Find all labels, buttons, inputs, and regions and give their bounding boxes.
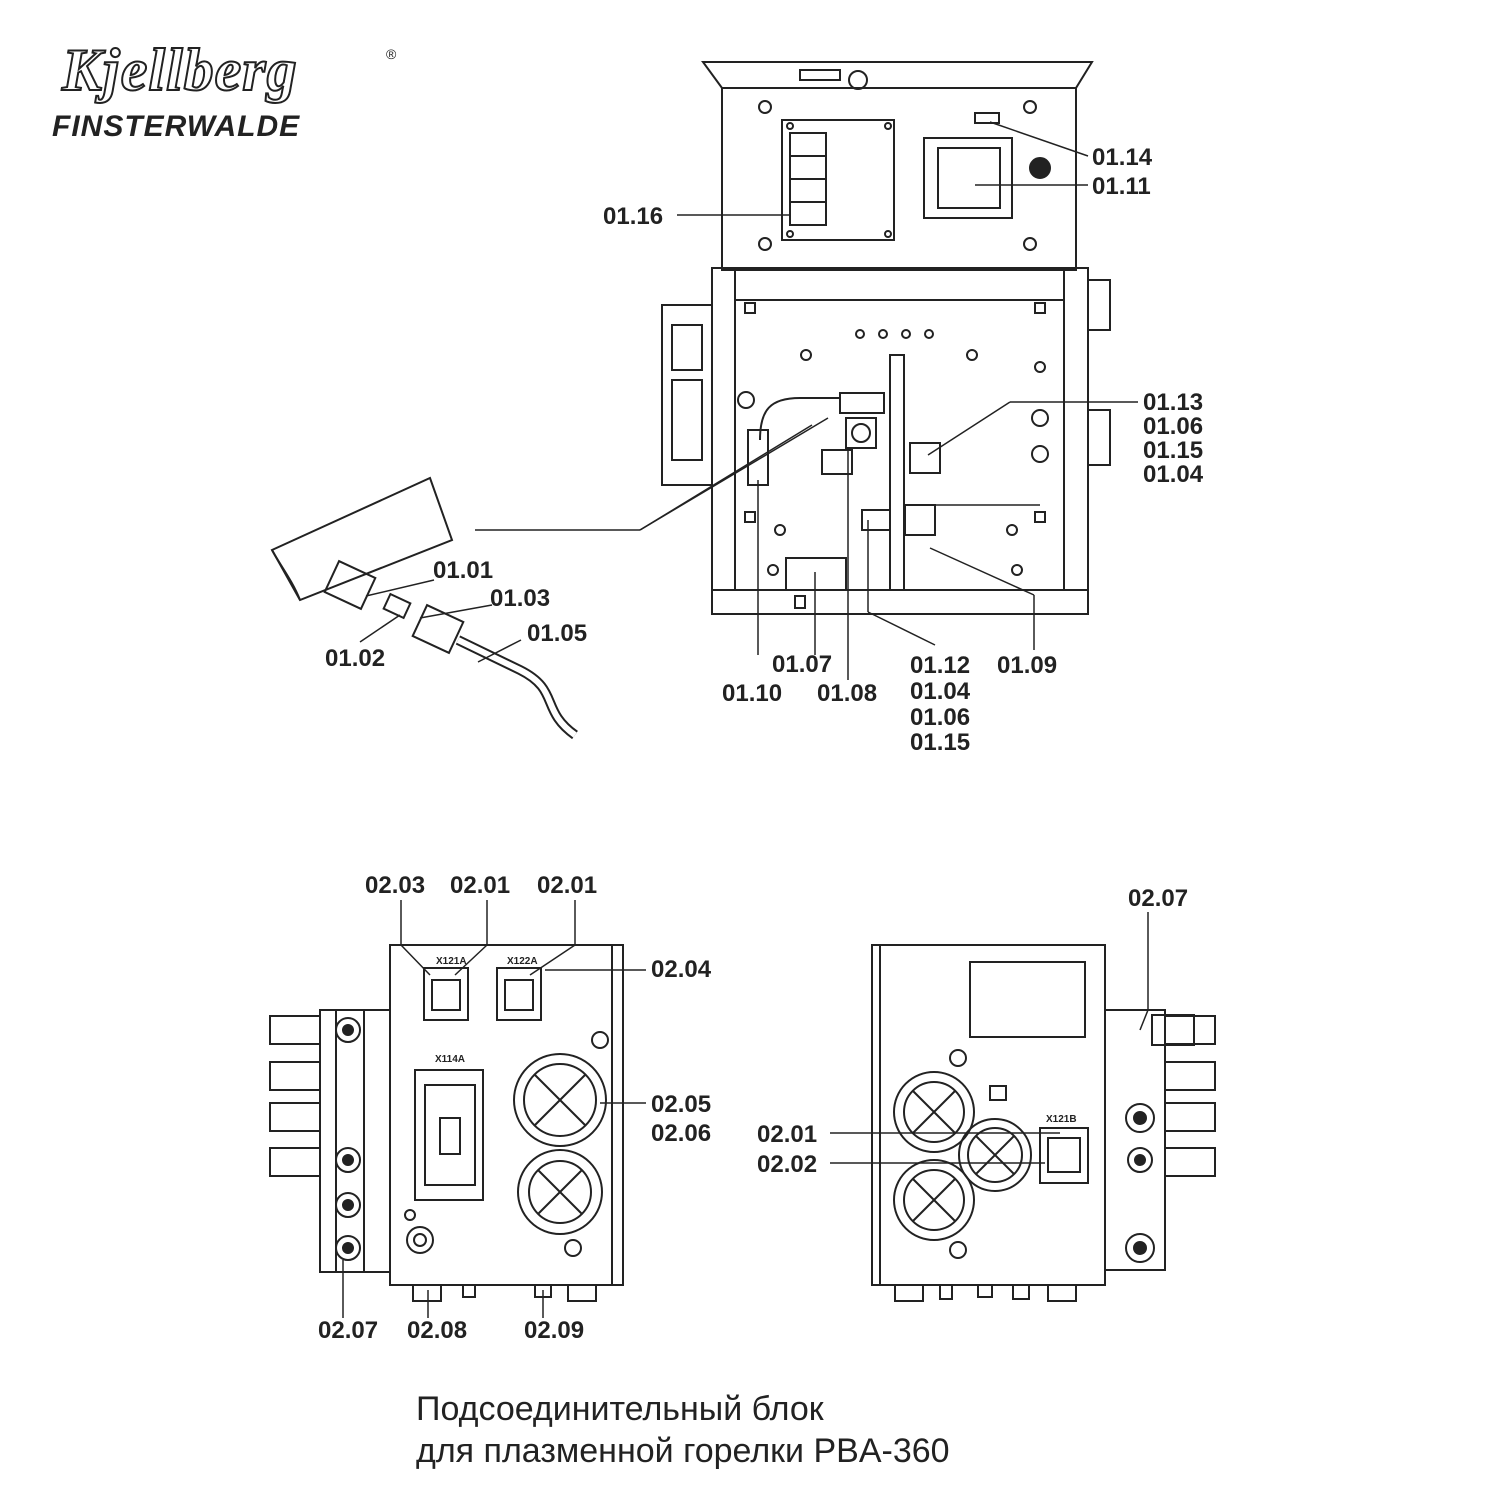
connector-x114a xyxy=(414,1069,484,1201)
caption-line-2: для плазменной горелки PBA-360 xyxy=(416,1432,950,1470)
right-unit-label-window xyxy=(969,961,1086,1038)
label-01-15: 01.15 xyxy=(1143,437,1203,464)
part-01-07-block xyxy=(785,557,847,591)
label-01-06-bottom: 01.06 xyxy=(910,704,970,731)
label-01-04: 01.04 xyxy=(1143,461,1204,488)
lid-latch xyxy=(799,69,841,81)
caption-line-1: Подсоединительный блок xyxy=(416,1390,824,1428)
part-02-05-pressure-gauge xyxy=(513,1053,607,1147)
label-02-07-right: 02.07 xyxy=(1128,885,1188,912)
bottom-right-assembly: X121B xyxy=(830,912,1216,1302)
part-01-09-solenoid xyxy=(904,504,936,536)
right-gauge-upper xyxy=(893,1071,975,1153)
right-side-fitting xyxy=(1087,279,1111,331)
part-01-06-fitting xyxy=(839,392,885,414)
top-leader-lines xyxy=(359,121,1138,680)
symbol-gas-out-icon xyxy=(591,1031,609,1049)
label-01-03: 01.03 xyxy=(490,585,550,612)
label-01-08: 01.08 xyxy=(817,680,877,707)
symbol-coolant-icon xyxy=(989,1085,1007,1101)
label-02-01-a: 02.01 xyxy=(450,872,510,899)
left-bottom-feet xyxy=(412,1284,597,1302)
part-01-12-fitting xyxy=(861,509,891,531)
label-01-11: 01.11 xyxy=(1092,173,1151,200)
left-side-fitting xyxy=(661,304,713,486)
right-push-fittings xyxy=(1164,1015,1216,1177)
label-01-15-bottom: 01.15 xyxy=(910,729,970,756)
right-manifold xyxy=(1104,1009,1166,1271)
label-01-04-bottom: 01.04 xyxy=(910,678,971,705)
logo-city: FINSTERWALDE xyxy=(52,110,301,143)
kjellberg-logo: Kjellberg ® FINSTERWALDE xyxy=(50,37,410,150)
label-01-05: 01.05 xyxy=(527,620,587,647)
label-02-08: 02.08 xyxy=(407,1317,467,1344)
part-01-16-plate xyxy=(781,119,895,241)
top-assembly xyxy=(270,61,1138,740)
part-01-01-nut xyxy=(323,559,377,611)
label-01-10: 01.10 xyxy=(722,680,782,707)
left-round-ports xyxy=(335,1017,361,1261)
label-02-04: 02.04 xyxy=(651,956,712,983)
part-02-06-pressure-gauge xyxy=(517,1149,603,1235)
logo-wordmark: Kjellberg xyxy=(61,37,298,103)
connector-x121b xyxy=(1039,1127,1089,1184)
part-number-labels: 01.14 01.11 01.16 01.13 01.06 01.15 01.0… xyxy=(318,144,1204,1344)
bottom-right-leader-lines xyxy=(830,912,1149,1164)
right-gauge-lower xyxy=(893,1159,975,1241)
lid-panel xyxy=(721,87,1077,271)
inner-bracket xyxy=(889,354,905,591)
label-01-13: 01.13 xyxy=(1143,389,1203,416)
part-02-08-port xyxy=(406,1226,434,1254)
symbol-gas-out-icon xyxy=(949,1049,967,1067)
label-01-01: 01.01 xyxy=(433,557,493,584)
part-01-13-solenoid xyxy=(909,442,941,474)
registered-mark: ® xyxy=(386,46,397,62)
left-push-fittings xyxy=(269,1015,321,1177)
connector-x121a xyxy=(423,967,469,1021)
label-01-14: 01.14 xyxy=(1092,144,1153,171)
right-gauge-middle xyxy=(958,1118,1032,1192)
part-01-14-fuse xyxy=(1029,157,1051,179)
connector-x121b-label: X121B xyxy=(1046,1114,1077,1125)
connector-x121a-label: X121A xyxy=(436,956,467,967)
label-01-02: 01.02 xyxy=(325,645,385,672)
diagram-caption: Подсоединительный блок для плазменной го… xyxy=(416,1388,950,1472)
right-bottom-feet xyxy=(894,1284,1077,1302)
internal-hose xyxy=(759,397,840,441)
bottom-left-assembly: X121A X122A X114A xyxy=(269,900,646,1318)
label-02-02: 02.02 xyxy=(757,1151,817,1178)
label-02-05: 02.05 xyxy=(651,1091,711,1118)
label-02-07-left: 02.07 xyxy=(318,1317,378,1344)
label-02-03: 02.03 xyxy=(365,872,425,899)
bottom-left-leader-lines xyxy=(342,900,646,1318)
symbol-gas-in-icon xyxy=(949,1241,967,1259)
symbol-gas-in-icon xyxy=(564,1239,582,1257)
left-manifold xyxy=(319,1009,391,1273)
connector-x114a-label: X114A xyxy=(435,1054,465,1065)
right-round-ports xyxy=(1125,1103,1155,1263)
label-01-07: 01.07 xyxy=(772,651,832,678)
label-01-09: 01.09 xyxy=(997,652,1057,679)
label-02-01-right: 02.01 xyxy=(757,1121,817,1148)
label-01-06: 01.06 xyxy=(1143,413,1203,440)
part-02-07-valve xyxy=(1151,1014,1195,1046)
label-02-09: 02.09 xyxy=(524,1317,584,1344)
hose-inset xyxy=(270,476,454,602)
connector-x122a-label: X122A xyxy=(507,956,538,967)
part-01-11-module xyxy=(923,137,1013,219)
lid-hinge-flap xyxy=(701,61,1094,89)
label-02-06: 02.06 xyxy=(651,1120,711,1147)
part-01-02-cone xyxy=(382,592,412,620)
label-01-12: 01.12 xyxy=(910,652,970,679)
connector-x122a xyxy=(496,967,542,1021)
label-01-16: 01.16 xyxy=(603,203,663,230)
part-01-08-fitting xyxy=(821,449,853,475)
label-02-01-b: 02.01 xyxy=(537,872,597,899)
